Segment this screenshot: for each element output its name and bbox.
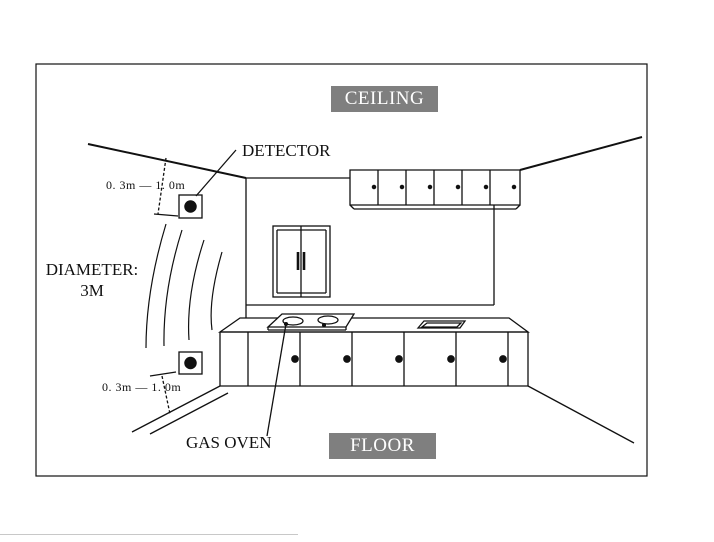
floor-left-edge-2	[149, 392, 229, 435]
floor-left-edge	[131, 385, 221, 433]
page-divider	[0, 534, 298, 535]
gas-stove	[266, 313, 356, 331]
detector-top	[178, 194, 203, 219]
lower-cabinets	[220, 332, 528, 387]
dim-bottom-tick	[149, 371, 177, 377]
diameter-label-line2: 3M	[80, 281, 104, 300]
countertop	[217, 317, 530, 386]
wall-cabinet	[272, 225, 331, 298]
sink	[416, 320, 467, 329]
gas-diffusion-lines	[145, 223, 223, 349]
diameter-label-line1: DIAMETER:	[45, 260, 139, 279]
ceiling-left-edge	[87, 143, 247, 179]
range-bottom-label: 0. 3m — 1. 0m	[102, 380, 182, 394]
detector-label: DETECTOR	[242, 141, 331, 160]
ceiling-right-edge	[519, 136, 643, 171]
dim-bottom-vertical	[161, 375, 171, 415]
diagram-frame	[35, 63, 648, 477]
upper-cabinet	[349, 169, 521, 210]
floor-label: FLOOR	[329, 433, 436, 459]
gas-oven-pointer	[266, 323, 287, 437]
detector-bottom	[178, 351, 203, 375]
floor-right-edge	[527, 385, 635, 444]
dim-top-vertical	[157, 157, 167, 215]
diameter-label: DIAMETER: 3M	[40, 259, 144, 301]
range-top-label: 0. 3m — 1. 0m	[106, 178, 186, 192]
detector-pointer	[195, 149, 237, 197]
ceiling-label: CEILING	[331, 86, 438, 112]
gas-oven-label: GAS OVEN	[186, 433, 272, 452]
dim-top-tick	[153, 213, 179, 217]
